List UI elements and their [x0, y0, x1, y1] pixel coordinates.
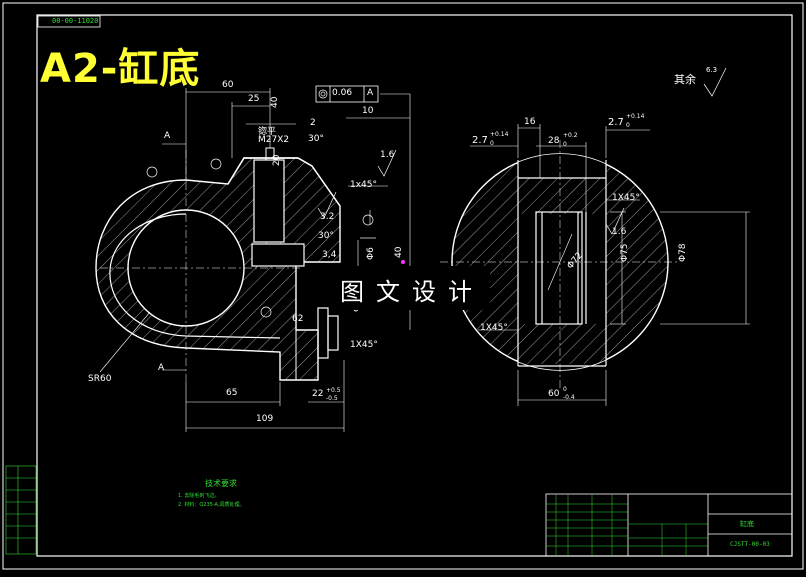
tol-22-upper: +0.5: [326, 387, 341, 394]
inner-frame: [36, 14, 793, 557]
left-dim-15: 22: [312, 389, 324, 399]
tol-22-lower: -0.5: [326, 395, 338, 402]
right-dim-5: 60: [548, 389, 560, 399]
tolerance-value: 0.06: [332, 88, 353, 98]
drawing-tag: 00-00-11020: [52, 17, 99, 25]
left-dim-0: 60: [222, 80, 234, 90]
title-block: [545, 493, 793, 557]
section-label-top: A: [164, 131, 171, 141]
tag-box: [37, 15, 101, 28]
tolerance-datum: A: [367, 88, 374, 98]
left-dim-11: 20: [272, 154, 282, 166]
tech-note-2: 2. 材料：Q235-A,调质处理。: [178, 502, 245, 508]
left-dim-20: 40: [394, 246, 404, 258]
dim-27-right: 2.7: [608, 117, 624, 128]
section-label-bottom: A: [158, 363, 165, 373]
dim-27-left-upper: +0.14: [490, 131, 509, 138]
drawing-title: A2-缸底: [40, 46, 201, 92]
dim-60-upper: 0: [563, 386, 567, 393]
dim-27-right-upper: +0.14: [626, 113, 645, 120]
title-block-part-name: 缸底: [740, 520, 754, 528]
right-dim-6: Φ75: [620, 243, 630, 262]
right-dim-0: 16: [524, 117, 536, 127]
surface-note-value: 6.3: [706, 66, 718, 74]
right-dim-2: 1X45°: [612, 193, 640, 203]
left-dim-8: 3.2: [320, 212, 335, 222]
dim-28-upper: +0.2: [563, 132, 578, 139]
left-dim-3: 10: [362, 106, 374, 116]
right-view: [440, 124, 750, 406]
left-dim-10: 3,4: [322, 250, 337, 260]
right-dim-3: 1.6: [612, 227, 627, 237]
left-dim-12: 62: [292, 314, 304, 324]
left-view: [95, 67, 727, 432]
left-dim-16: 109: [256, 414, 274, 424]
left-dim-19: Φ6: [366, 247, 376, 260]
title-block-drawing-no: CJSTT-00-03: [730, 541, 770, 548]
watermark-text: 图文设计: [340, 278, 484, 306]
left-dim-1: 25: [248, 94, 260, 104]
thread-note-2: M27X2: [258, 135, 290, 145]
left-dim-6: 1.6: [380, 150, 395, 160]
dim-27-right-lower: 0: [626, 122, 630, 129]
dim-27-left: 2.7: [472, 135, 488, 146]
tolerance-frame: [315, 85, 379, 103]
left-dim-14: 65: [226, 388, 238, 398]
title-block-grid: [546, 494, 708, 556]
right-dim-7: Φ78: [678, 243, 688, 262]
side-strip: [5, 465, 37, 555]
left-dim-17: SR60: [88, 374, 112, 384]
surface-note-label: 其余: [674, 73, 696, 86]
thread-note-1: 锪平: [258, 127, 277, 137]
outer-frame: [2, 2, 804, 570]
dim-28-lower: 0: [563, 141, 567, 148]
left-dim-5: 30°: [308, 134, 324, 144]
tech-note-1: 1. 去除毛刺飞边。: [178, 493, 220, 499]
left-dim-2: 40: [270, 96, 280, 108]
left-dim-4: 2: [310, 118, 316, 128]
right-dim-1: 28: [548, 136, 560, 146]
dim-27-left-lower: 0: [490, 140, 494, 147]
right-dim-4: 1X45°: [480, 323, 508, 333]
left-dim-9: 30°: [318, 231, 334, 241]
left-dim-13: 1X45°: [350, 340, 378, 350]
watermark-box: 图文设计: [330, 266, 490, 310]
dim-60-lower: -0.4: [563, 394, 575, 401]
tech-notes-title: 技术要求: [205, 479, 237, 488]
left-dim-7: 1x45°: [350, 180, 378, 190]
